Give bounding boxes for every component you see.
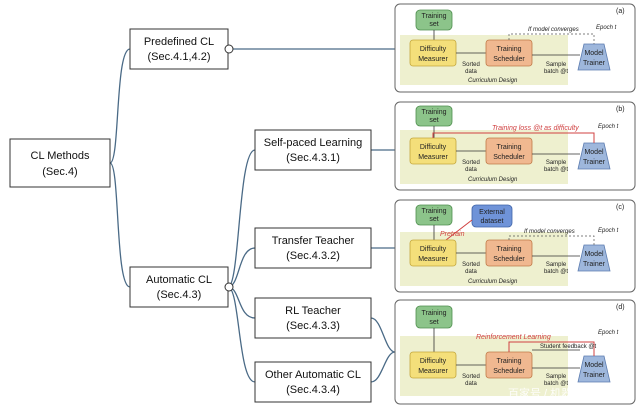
panel-note: Student feedback @t: [540, 344, 596, 350]
node-automatic-cl: Automatic CL (Sec.4.3): [129, 266, 234, 308]
node-other-line1: Other Automatic CL: [265, 369, 361, 381]
panel-tag: (b): [616, 106, 625, 113]
model-trainer-line2: Trainer: [583, 159, 606, 166]
training-scheduler-line1: Training: [496, 246, 521, 253]
epoch-label: Epoch t: [598, 330, 619, 336]
training-scheduler-line2: Scheduler: [493, 256, 525, 263]
training-scheduler-line2: Scheduler: [493, 368, 525, 375]
node-selfpaced-line1: Self-paced Learning: [264, 137, 362, 149]
difficulty-measurer-line1: Difficulty: [420, 358, 447, 365]
node-self-paced-learning: Self-paced Learning (Sec.4.3.1): [254, 129, 372, 171]
sorted-data-line1: Sorted: [462, 374, 480, 380]
node-transfer-teacher: Transfer Teacher (Sec.4.3.2): [254, 227, 372, 269]
panel-red-note: Training loss @t as difficulty: [492, 125, 579, 132]
training-scheduler-line1: Training: [496, 46, 521, 53]
training-set-line1: Training: [421, 109, 446, 116]
sample-batch-line1: Sample: [546, 262, 567, 268]
difficulty-measurer-line1: Difficulty: [420, 246, 447, 253]
external-dataset-line2: dataset: [481, 218, 504, 225]
node-automatic-line2: (Sec.4.3): [157, 289, 202, 301]
curriculum-design-label: Curriculum Design: [468, 78, 518, 84]
model-trainer-line2: Trainer: [583, 372, 606, 379]
curriculum-design-label: Curriculum Design: [468, 279, 518, 285]
sample-batch-line1: Sample: [546, 374, 567, 380]
model-trainer-line1: Model: [584, 149, 604, 156]
node-transfer-line2: (Sec.4.3.2): [286, 250, 340, 262]
watermark: 百家号 / 机器之心Pro: [508, 386, 611, 400]
training-scheduler-line2: Scheduler: [493, 56, 525, 63]
panel-a: (a) Training set Difficulty Measurer Sor…: [394, 3, 636, 93]
panel-red-note: Reinforcement Learning: [476, 334, 551, 341]
training-set-line2: set: [429, 117, 438, 124]
node-predefined-cl: Predefined CL (Sec.4.1,4.2): [129, 28, 234, 70]
difficulty-measurer-line1: Difficulty: [420, 144, 447, 151]
training-set-line2: set: [429, 21, 438, 28]
training-set-line2: set: [429, 216, 438, 223]
sorted-data-line2: data: [465, 381, 477, 387]
sample-batch-line2: batch @t: [544, 167, 568, 173]
node-rl-line1: RL Teacher: [285, 305, 341, 317]
sample-batch-line2: batch @t: [544, 381, 568, 387]
epoch-label: Epoch t: [598, 228, 619, 234]
external-dataset-line1: External: [479, 209, 505, 216]
sample-batch-line1: Sample: [546, 160, 567, 166]
panel-tag: (a): [616, 8, 625, 15]
node-predefined-line1: Predefined CL: [144, 36, 214, 48]
node-rl-line2: (Sec.4.3.3): [286, 320, 340, 332]
training-set-line2: set: [429, 319, 438, 326]
node-selfpaced-line2: (Sec.4.3.1): [286, 152, 340, 164]
panel-c: (c) Training set External dataset Pretra…: [394, 199, 636, 293]
training-scheduler-line1: Training: [496, 358, 521, 365]
sorted-data-line2: data: [465, 69, 477, 75]
node-root-line2: (Sec.4): [42, 166, 77, 178]
difficulty-measurer-line1: Difficulty: [420, 46, 447, 53]
panel-note: If model converges: [528, 27, 579, 33]
model-trainer-line1: Model: [584, 362, 604, 369]
model-trainer-line2: Trainer: [583, 261, 606, 268]
sorted-data-line1: Sorted: [462, 62, 480, 68]
panel-b: (b) Training set Difficulty Measurer Sor…: [394, 101, 636, 191]
connector-dot: [224, 44, 234, 54]
node-other-line2: (Sec.4.3.4): [286, 384, 340, 396]
difficulty-measurer-line2: Measurer: [418, 154, 448, 161]
training-set-line1: Training: [421, 13, 446, 20]
epoch-label: Epoch t: [596, 25, 617, 31]
training-scheduler-line1: Training: [496, 144, 521, 151]
node-automatic-line1: Automatic CL: [146, 274, 212, 286]
difficulty-measurer-line2: Measurer: [418, 256, 448, 263]
connector-dot: [224, 282, 234, 292]
node-predefined-line2: (Sec.4.1,4.2): [148, 51, 211, 63]
training-set-line1: Training: [421, 208, 446, 215]
node-other-automatic-cl: Other Automatic CL (Sec.4.3.4): [254, 361, 372, 403]
panel-tag: (d): [616, 304, 625, 311]
panel-note: If model converges: [524, 229, 575, 235]
panel-tag: (c): [616, 204, 624, 211]
model-trainer-line1: Model: [584, 251, 604, 258]
curriculum-design-label: Curriculum Design: [468, 177, 518, 183]
difficulty-measurer-line2: Measurer: [418, 56, 448, 63]
epoch-label: Epoch t: [598, 124, 619, 130]
node-rl-teacher: RL Teacher (Sec.4.3.3): [254, 297, 372, 339]
sorted-data-line2: data: [465, 167, 477, 173]
training-set-line1: Training: [421, 310, 446, 317]
panel-red-note: Pretrain: [440, 231, 465, 238]
sorted-data-line1: Sorted: [462, 160, 480, 166]
model-trainer-line1: Model: [584, 50, 604, 57]
sample-batch-line2: batch @t: [544, 269, 568, 275]
node-transfer-line1: Transfer Teacher: [272, 235, 355, 247]
panel-d: (d) Training set Difficulty Measurer Sor…: [394, 299, 636, 405]
model-trainer-line2: Trainer: [583, 60, 606, 67]
sample-batch-line1: Sample: [546, 62, 567, 68]
difficulty-measurer-line2: Measurer: [418, 368, 448, 375]
sorted-data-line2: data: [465, 269, 477, 275]
training-scheduler-line2: Scheduler: [493, 154, 525, 161]
node-cl-methods: CL Methods (Sec.4): [9, 138, 111, 188]
node-root-line1: CL Methods: [31, 150, 90, 162]
sorted-data-line1: Sorted: [462, 262, 480, 268]
sample-batch-line2: batch @t: [544, 69, 568, 75]
